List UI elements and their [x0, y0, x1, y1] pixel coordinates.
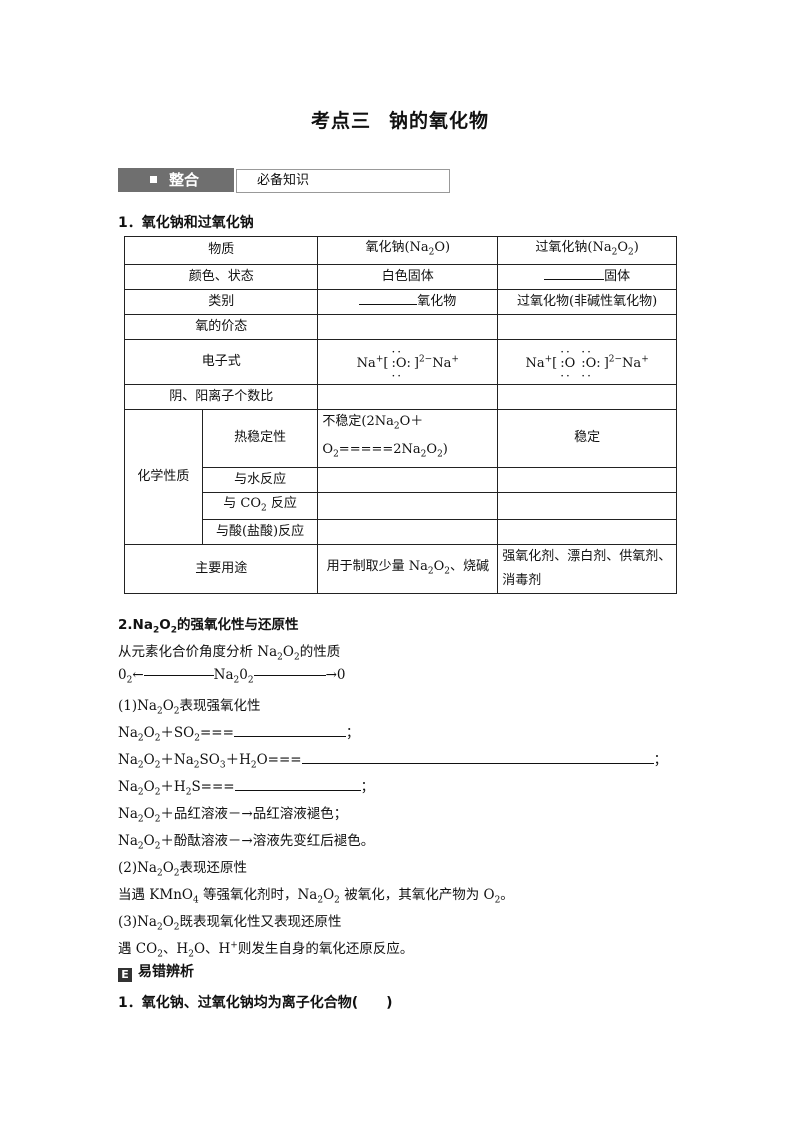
section-banner: 整合 必备知识	[118, 168, 450, 194]
blank-line[interactable]	[301, 749, 654, 764]
table-row: 电子式 Na+[:O:]2−Na+ Na+[:O:O:]2−Na+	[123, 338, 677, 387]
title-part1: 考点三	[310, 110, 371, 132]
square-icon	[150, 176, 157, 183]
valence-scale: 02←Na202→0	[118, 667, 346, 686]
table-row: 主要用途 用于制取少量 Na2O2、烧碱 强氧化剂、漂白剂、供氧剂、消毒剂	[123, 544, 677, 595]
table-row: 物质 氧化钠(Na2O) 过氧化钠(Na2O2)	[123, 236, 677, 265]
equation-h2s: Na2O2＋H2S===；	[118, 775, 374, 798]
equation-pinhong: Na2O2＋品红溶液－→品红溶液褪色；	[118, 806, 348, 825]
oxidizing-title: (1)Na2O2表现强氧化性	[118, 698, 261, 717]
table-row: 氧的价态	[123, 313, 677, 340]
header-na2o2: 过氧化钠(Na2O2)	[497, 236, 677, 265]
banner-dark: 整合	[118, 168, 234, 192]
na2o2-electron-formula: Na+[:O:O:]2−Na+	[497, 338, 677, 387]
question-1: 1．氧化钠、过氧化钠均为离子化合物( )	[118, 995, 393, 1011]
blank-line[interactable]	[544, 265, 605, 281]
table-row: 与水反应	[125, 466, 677, 493]
table-row: 类别 氧化物 过氧化物(非碱性氧化物)	[123, 288, 677, 315]
equation-phenol: Na2O2＋酚酞溶液－→溶液先变红后褪色。	[118, 833, 375, 852]
blank-line[interactable]	[359, 290, 418, 306]
header-na2o: 氧化钠(Na2O)	[317, 236, 499, 265]
section2-intro: 从元素化合价角度分析 Na2O2的性质	[118, 644, 341, 663]
banner-light: 必备知识	[236, 169, 450, 193]
e-badge-icon: E	[118, 968, 132, 982]
section1-heading: 1．氧化钠和过氧化钠	[118, 215, 254, 231]
na2o-electron-formula: Na+[:O:]2−Na+	[317, 338, 499, 387]
blank-line[interactable]	[234, 776, 361, 791]
title-part2: 钠的氧化物	[389, 110, 490, 132]
blank-line[interactable]	[233, 722, 346, 737]
table-row: 化学性质 热稳定性 不稳定(2Na2O＋O2=====2Na2O2) 稳定	[124, 408, 677, 546]
table-row: 与酸(盐酸)反应	[125, 519, 677, 546]
table-row: 颜色、状态 白色固体 固体	[123, 263, 677, 290]
oxide-table: 物质 氧化钠(Na2O) 过氧化钠(Na2O2) 颜色、状态 白色固体 固体 类…	[123, 236, 677, 595]
equation-na2so3: Na2O2＋Na2SO3＋H2O===；	[118, 748, 667, 771]
header-item: 物质	[123, 236, 319, 265]
both-text: 遇 CO2、H2O、H+则发生自身的氧化还原反应。	[118, 940, 414, 960]
equation-so2: Na2O2＋SO2===；	[118, 721, 359, 744]
reducing-text: 当遇 KMnO4 等强氧化剂时，Na2O2 被氧化，其氧化产物为 O2。	[118, 887, 514, 906]
page-title: 考点三钠的氧化物	[0, 106, 800, 133]
table-row: 与 CO2 反应	[125, 491, 677, 521]
reducing-title: (2)Na2O2表现还原性	[118, 860, 248, 879]
section2-heading: 2.Na2O2的强氧化性与还原性	[118, 617, 299, 636]
table-row: 阴、阳离子个数比	[123, 383, 677, 410]
both-title: (3)Na2O2既表现氧化性又表现还原性	[118, 914, 342, 933]
